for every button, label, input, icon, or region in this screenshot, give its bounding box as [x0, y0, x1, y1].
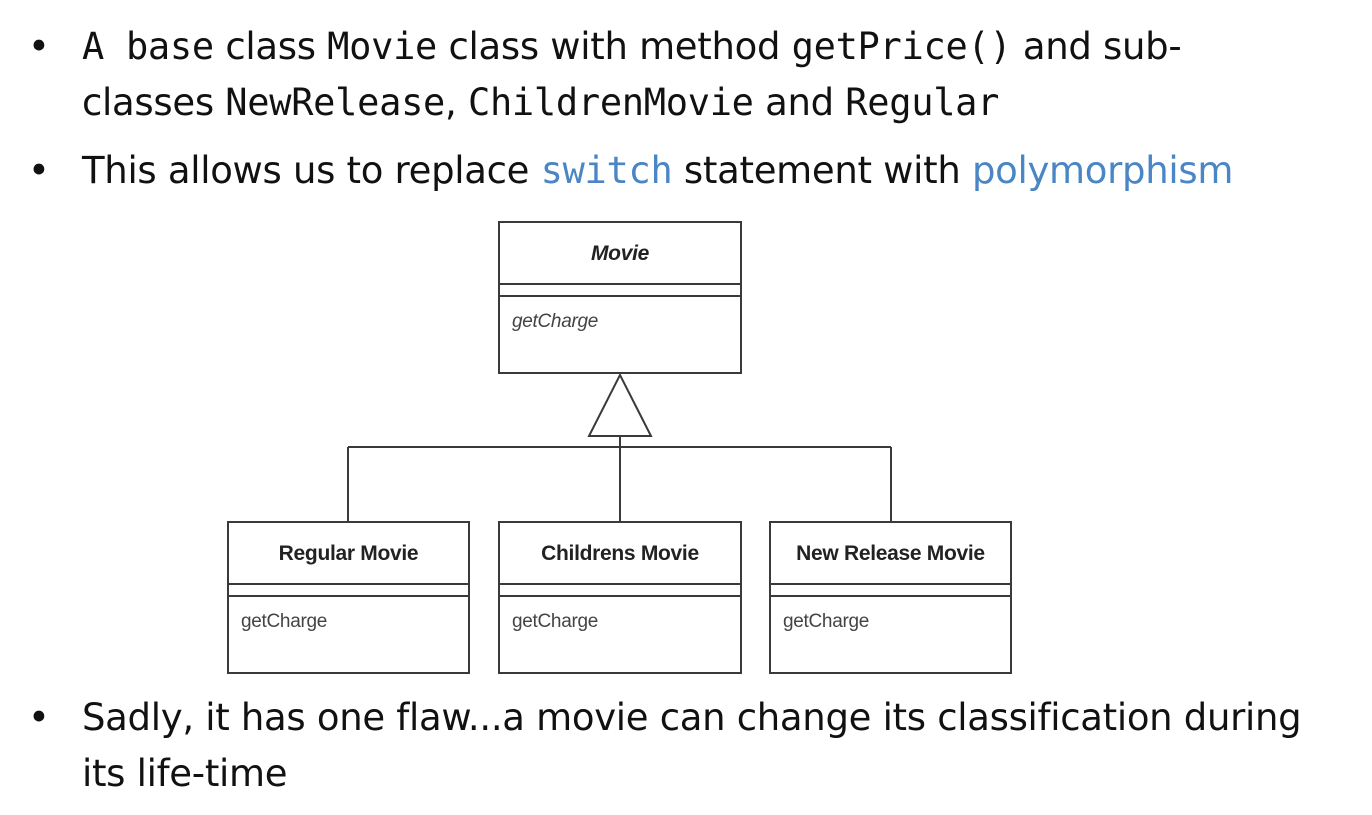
attributes-compartment	[229, 583, 468, 597]
bullet-dot: •	[28, 696, 50, 739]
bullet-text: A base class Movie class with method get…	[82, 19, 1358, 131]
code-movie: Movie	[327, 25, 438, 68]
uml-class-regular-movie: Regular Movie getCharge	[227, 521, 470, 674]
inheritance-arrow	[587, 372, 653, 437]
attributes-compartment	[500, 283, 740, 297]
bullet-flaw: • Sadly, it has one flaw...a movie can c…	[28, 690, 1358, 802]
text-and: and	[753, 81, 846, 124]
uml-class-movie: Movie getCharge	[498, 221, 742, 374]
class-name: Childrens Movie	[541, 542, 699, 565]
text-comma: ,	[445, 81, 468, 124]
class-name: Regular Movie	[278, 542, 419, 565]
text-this-allows: This allows us to replace	[82, 149, 541, 192]
operation-getcharge: getCharge	[512, 311, 599, 332]
uml-class-new-release-movie: New Release Movie getCharge	[769, 521, 1012, 674]
code-newrelease: NewRelease	[225, 81, 446, 124]
bullet-dot: •	[28, 149, 50, 192]
bullet-line-2: classes NewRelease, ChildrenMovie and Re…	[82, 75, 1358, 131]
text-line-2: its life-time	[82, 752, 288, 795]
text-statement-with: statement with	[672, 149, 972, 192]
operation-getcharge: getCharge	[512, 611, 599, 632]
code-regular: Regular	[845, 81, 1000, 124]
code-a-base: A base	[82, 25, 214, 68]
operation-getcharge: getCharge	[241, 611, 328, 632]
uml-class-childrens-movie: Childrens Movie getCharge	[498, 521, 742, 674]
code-getprice: getPrice()	[791, 25, 1012, 68]
bullet-text: Sadly, it has one flaw...a movie can cha…	[82, 690, 1358, 802]
text-class-with-method: class with method	[437, 25, 792, 68]
text-classes: classes	[82, 81, 226, 124]
text-and-sub: and sub-	[1011, 25, 1182, 68]
class-name: Movie	[590, 242, 649, 265]
attributes-compartment	[771, 583, 1010, 597]
bullet-text: This allows us to replace switch stateme…	[82, 143, 1358, 199]
keyword-polymorphism: polymorphism	[971, 149, 1234, 192]
code-childrenmovie: ChildrenMovie	[467, 81, 754, 124]
text-class: class	[213, 25, 328, 68]
text-line-1: Sadly, it has one flaw...a movie can cha…	[82, 696, 1302, 739]
class-name: New Release Movie	[796, 542, 985, 565]
bullet-dot: •	[28, 25, 50, 68]
attributes-compartment	[500, 583, 740, 597]
code-switch: switch	[540, 149, 673, 192]
operation-getcharge: getCharge	[783, 611, 870, 632]
bullet-base-class: • A base class Movie class with method g…	[28, 19, 1358, 131]
bullet-polymorphism: • This allows us to replace switch state…	[28, 143, 1358, 199]
